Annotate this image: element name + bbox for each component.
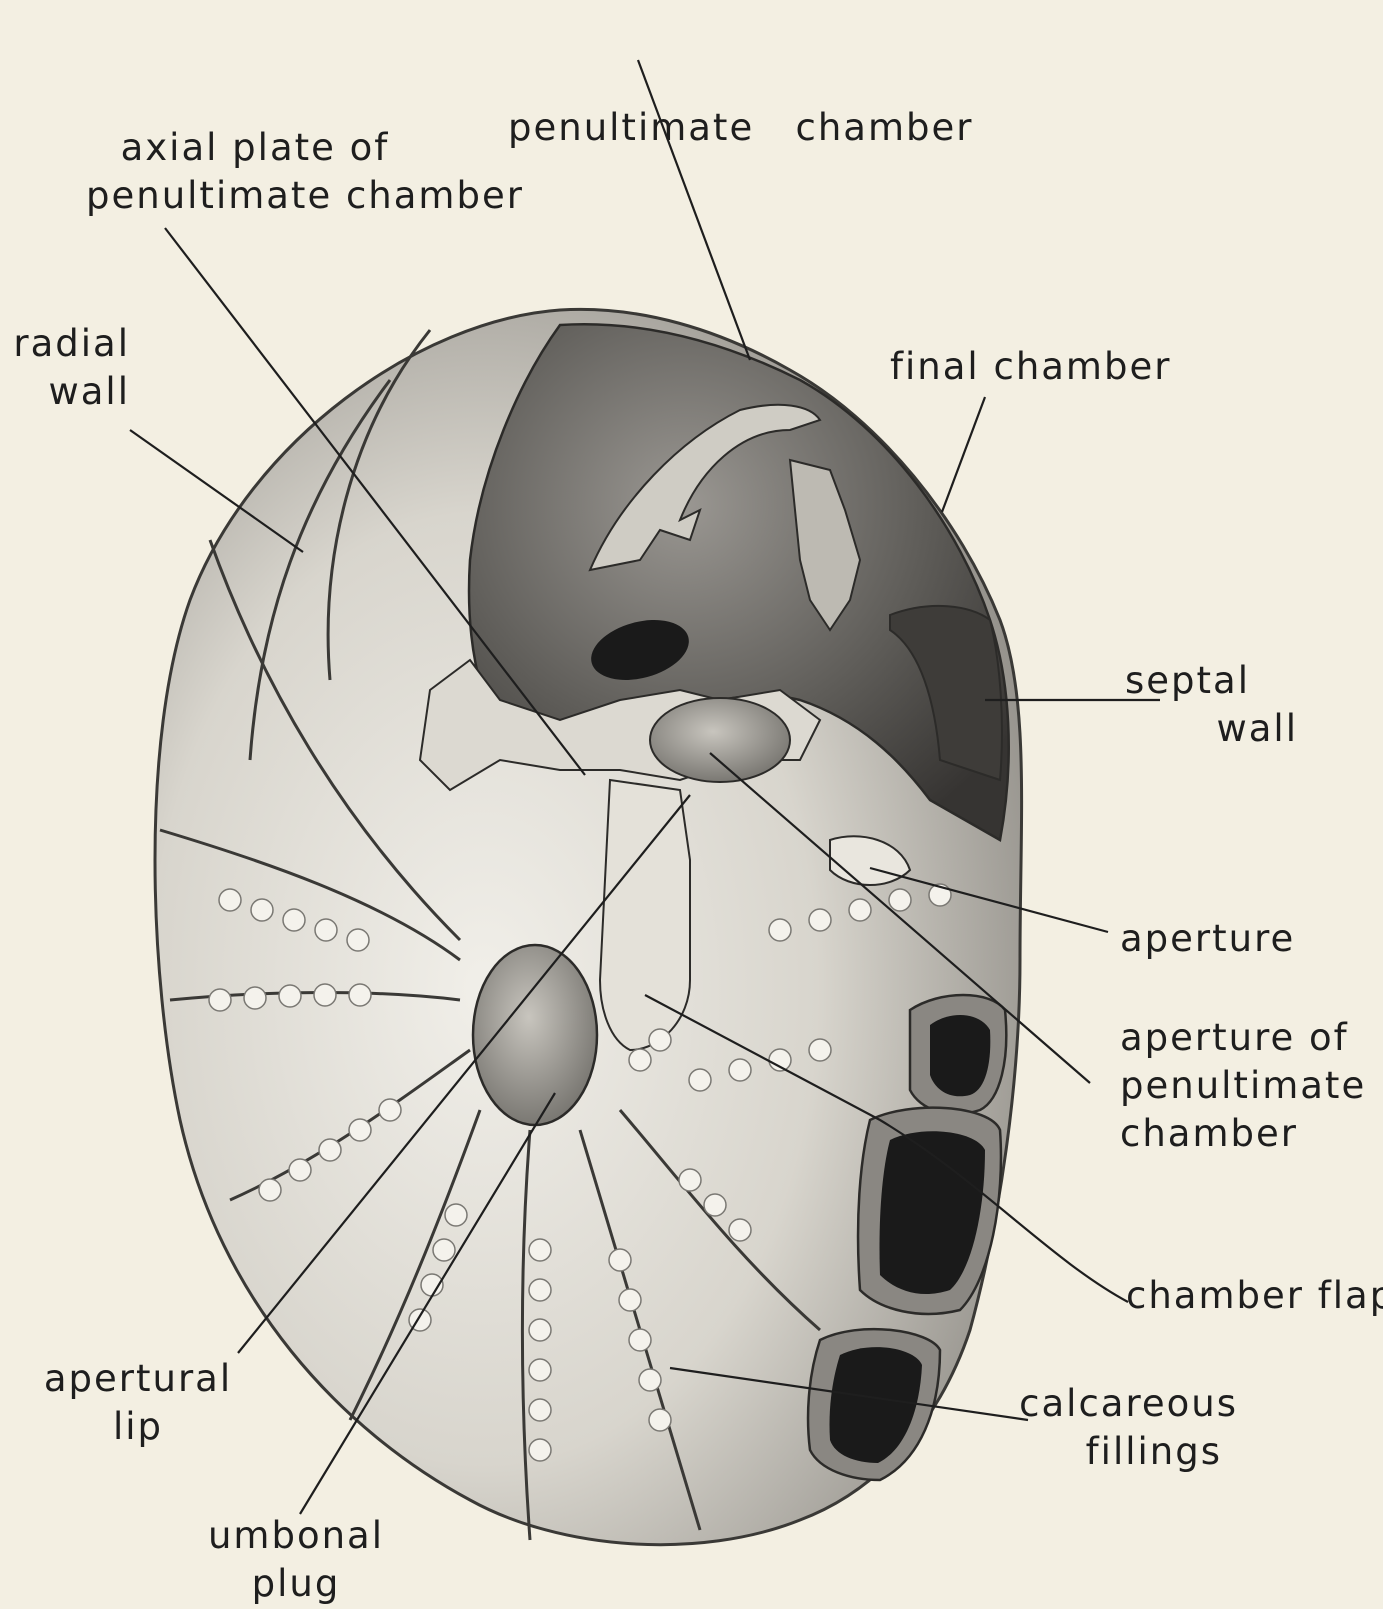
- label-septal-wall-line2: wall: [1120, 705, 1298, 753]
- umbonal-plug-shape: [473, 945, 597, 1125]
- label-penultimate-chamber: penultimate chamber: [508, 8, 973, 248]
- label-final-chamber: final chamber: [890, 343, 1171, 391]
- label-umbonal-plug-line1: umbonal: [196, 1512, 396, 1560]
- label-aperture: aperture: [1120, 915, 1295, 963]
- label-axial-plate: axial plate of penultimate chamber: [86, 124, 524, 220]
- label-umbonal-plug-line2: plug: [196, 1560, 396, 1608]
- label-aperture-penultimate-line3: chamber: [1120, 1110, 1366, 1158]
- penultimate-aperture-shape: [650, 698, 790, 782]
- label-septal-wall-line1: septal: [1120, 657, 1250, 705]
- label-penultimate-chamber-text: penultimate chamber: [508, 104, 973, 152]
- label-radial-wall-line1: radial: [10, 320, 130, 368]
- label-axial-plate-line2: penultimate chamber: [86, 172, 524, 220]
- label-umbonal-plug: umbonal plug: [196, 1512, 396, 1608]
- label-radial-wall: radial wall: [10, 320, 130, 416]
- label-calcareous-fillings: calcareous fillings: [1010, 1380, 1238, 1476]
- label-apertural-lip-line2: lip: [38, 1403, 238, 1451]
- leader-final-chamber: [942, 397, 985, 512]
- chamber-flap-shape: [600, 780, 690, 1050]
- label-calcareous-fillings-line2: fillings: [1010, 1428, 1222, 1476]
- label-axial-plate-line1: axial plate of: [0, 124, 524, 172]
- label-chamber-flap: chamber flap: [1126, 1272, 1383, 1320]
- label-aperture-penultimate-line2: penultimate: [1120, 1062, 1366, 1110]
- label-radial-wall-line2: wall: [10, 368, 130, 416]
- label-apertural-lip-line1: apertural: [38, 1355, 238, 1403]
- label-aperture-penultimate-line1: aperture of: [1120, 1014, 1366, 1062]
- label-septal-wall: septal wall: [1120, 657, 1298, 753]
- label-apertural-lip: apertural lip: [38, 1355, 238, 1451]
- label-aperture-penultimate: aperture of penultimate chamber: [1120, 1014, 1366, 1158]
- label-final-chamber-text: final chamber: [890, 343, 1171, 391]
- label-chamber-flap-text: chamber flap: [1126, 1272, 1383, 1320]
- label-aperture-text: aperture: [1120, 915, 1295, 963]
- label-calcareous-fillings-line1: calcareous: [1010, 1380, 1238, 1428]
